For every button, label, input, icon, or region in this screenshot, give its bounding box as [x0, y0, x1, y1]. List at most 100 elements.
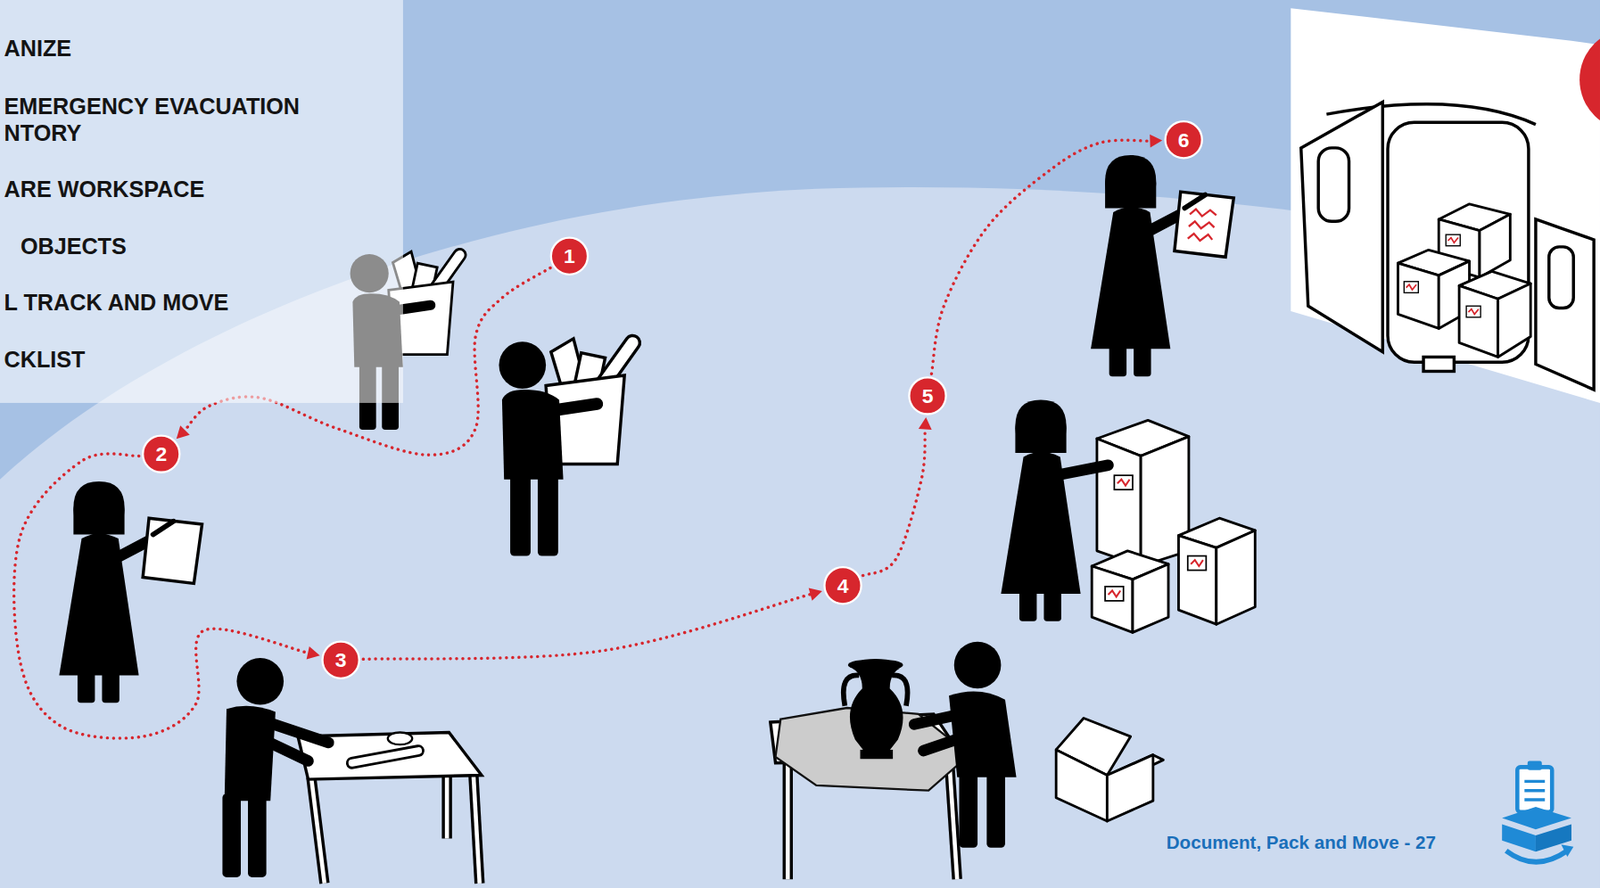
person-wrapping-vase	[848, 659, 904, 672]
van	[1448, 238, 1459, 244]
woman-labelling-boxes	[1091, 566, 1133, 633]
person-at-worktable	[352, 750, 419, 764]
woman-labelling-boxes	[1178, 536, 1216, 626]
section-icon	[1524, 798, 1545, 801]
van	[1479, 214, 1510, 278]
person-wrapping-vase	[1106, 755, 1153, 822]
callout-number: 4	[823, 566, 862, 605]
van	[1397, 263, 1439, 329]
person-at-worktable	[222, 658, 482, 884]
person-wrapping-vase	[849, 668, 904, 753]
dotted-connector	[362, 594, 810, 660]
woman-labelling-boxes	[1216, 530, 1255, 625]
section-icon	[1561, 844, 1575, 858]
person-at-worktable	[352, 750, 419, 764]
woman-labelling-boxes	[1105, 475, 1206, 602]
woman-checking-list	[1090, 155, 1234, 377]
van	[1397, 204, 1531, 358]
person-at-worktable	[387, 732, 413, 745]
person-at-worktable	[264, 741, 308, 762]
section-icon	[1524, 780, 1545, 784]
section-icon	[1517, 767, 1552, 812]
person-carrying-box	[498, 338, 633, 557]
van	[1301, 101, 1384, 352]
callout-number-text: 2	[155, 444, 167, 465]
person-wrapping-vase	[923, 736, 965, 751]
checklist-item: ARE WORKSPACE	[4, 176, 206, 204]
woman-checking-list	[1187, 233, 1213, 241]
checklist-item: EMERGENCY EVACUATION NTORY	[4, 93, 357, 147]
dotted-arrow	[362, 587, 823, 660]
woman-labelling-boxes	[1000, 399, 1081, 621]
van	[1466, 305, 1481, 318]
woman-labelling-boxes	[1108, 590, 1122, 597]
section-icon	[1506, 850, 1568, 863]
callout-number-text: 6	[1178, 129, 1190, 150]
person-wrapping-vase	[770, 642, 1163, 881]
person-wrapping-vase	[914, 714, 962, 725]
van	[1423, 356, 1454, 372]
person-wrapping-vase	[843, 675, 860, 706]
dotted-connector	[931, 140, 1150, 374]
woman-with-clipboard	[58, 481, 202, 703]
person-at-worktable	[311, 777, 325, 884]
checklist-item: ANIZE	[4, 35, 73, 63]
arrowhead	[1149, 134, 1163, 149]
callout-number: 1	[550, 236, 589, 275]
dotted-arrow	[14, 453, 321, 739]
callout-number-text: 4	[837, 575, 850, 596]
woman-labelling-boxes	[1091, 420, 1255, 633]
woman-labelling-boxes	[1096, 438, 1141, 567]
van	[1406, 284, 1417, 290]
section-icon	[1501, 807, 1572, 830]
van	[1445, 234, 1460, 247]
woman-labelling-boxes	[1187, 556, 1207, 571]
woman-checking-list	[1090, 155, 1171, 377]
van	[1535, 219, 1594, 390]
person-at-worktable	[473, 775, 480, 884]
van	[1459, 285, 1498, 357]
person-at-worktable	[236, 658, 284, 706]
dotted-arrow	[931, 134, 1163, 375]
woman-labelling-boxes	[1190, 560, 1204, 567]
callout-number: 3	[321, 641, 360, 680]
section-icon	[1501, 824, 1536, 852]
woman-labelling-boxes	[1113, 475, 1133, 490]
person-wrapping-vase	[785, 759, 791, 880]
person-at-worktable	[267, 722, 330, 743]
person-wrapping-vase	[1055, 750, 1107, 822]
section-icon	[1527, 761, 1543, 771]
person-wrapping-vase	[948, 757, 957, 880]
checklist-panel: ANIZE EMERGENCY EVACUATION NTORY ARE WORKS…	[0, 0, 404, 404]
woman-labelling-boxes	[1055, 465, 1108, 476]
section-icon	[1524, 789, 1545, 792]
van	[1403, 234, 1481, 318]
van	[1403, 281, 1419, 294]
van	[1579, 28, 1600, 131]
woman-with-clipboard	[58, 481, 139, 703]
person-wrapping-vase	[860, 750, 894, 759]
section-icon	[1501, 761, 1574, 863]
page-footer-text: Document, Pack and Move - 27	[1166, 832, 1436, 854]
person-at-worktable	[441, 777, 452, 840]
woman-checking-list	[1188, 221, 1215, 229]
arrowhead	[306, 646, 321, 660]
woman-checking-list	[1187, 209, 1217, 241]
checklist-item: OBJECTS	[20, 233, 127, 261]
person-wrapping-vase	[948, 757, 957, 880]
callout-number: 5	[907, 376, 947, 415]
person-wrapping-vase	[986, 770, 1006, 849]
van	[1301, 28, 1600, 390]
woman-labelling-boxes	[1000, 399, 1255, 633]
person-at-worktable	[222, 793, 241, 878]
arrowhead	[918, 417, 932, 430]
arrowhead	[808, 587, 823, 601]
van	[1318, 148, 1349, 222]
page-footer: Document, Pack and Move - 27	[1166, 832, 1436, 855]
callout-number: 2	[141, 434, 181, 473]
arrowhead	[176, 425, 190, 439]
dotted-connector	[863, 429, 926, 577]
